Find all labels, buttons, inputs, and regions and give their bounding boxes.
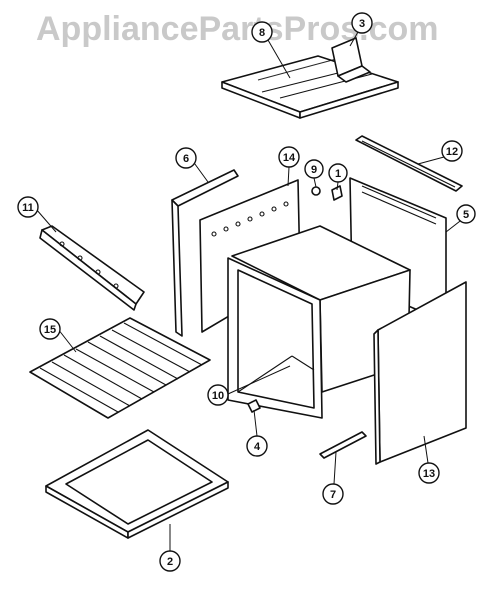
callout-12: 12 — [441, 140, 463, 162]
svg-text:11: 11 — [22, 202, 34, 214]
svg-text:7: 7 — [330, 489, 336, 501]
svg-text:10: 10 — [212, 390, 224, 402]
callout-3: 3 — [351, 12, 373, 34]
callout-8: 8 — [251, 21, 273, 43]
part-oven-rack — [29, 317, 211, 419]
part-side-trim — [171, 169, 239, 337]
callout-5: 5 — [456, 204, 476, 224]
part-vent-bracket — [331, 37, 371, 83]
callout-10: 10 — [207, 384, 229, 406]
svg-text:6: 6 — [183, 153, 189, 165]
callout-14: 14 — [278, 146, 300, 168]
callout-6: 6 — [175, 147, 197, 169]
callout-4: 4 — [246, 435, 268, 457]
svg-text:5: 5 — [463, 209, 469, 221]
callout-1: 1 — [328, 163, 348, 183]
part-rear-top-strip — [355, 135, 463, 192]
part-top-panel — [221, 55, 399, 119]
svg-text:1: 1 — [335, 168, 341, 180]
part-small-strip — [319, 431, 367, 459]
watermark-text: AppliancePartsPros.com — [36, 10, 438, 48]
svg-text:3: 3 — [359, 18, 365, 30]
callout-7: 7 — [322, 483, 344, 505]
callout-9: 9 — [304, 159, 324, 179]
svg-text:8: 8 — [259, 27, 265, 39]
svg-text:4: 4 — [254, 441, 261, 453]
callout-13: 13 — [418, 462, 440, 484]
part-oven-cavity — [227, 225, 411, 419]
leader-lines — [35, 31, 465, 551]
svg-text:13: 13 — [423, 468, 435, 480]
svg-text:9: 9 — [311, 164, 317, 176]
svg-text:12: 12 — [446, 146, 458, 158]
part-bottom-panel — [45, 429, 229, 539]
callout-11: 11 — [17, 196, 39, 218]
part-front-panel — [373, 281, 467, 465]
callout-15: 15 — [39, 318, 61, 340]
svg-text:15: 15 — [44, 324, 56, 336]
svg-text:2: 2 — [167, 556, 173, 568]
svg-text:14: 14 — [283, 152, 296, 164]
part-rack-support — [39, 225, 145, 311]
part-clip — [247, 399, 261, 413]
callout-2: 2 — [159, 550, 181, 572]
